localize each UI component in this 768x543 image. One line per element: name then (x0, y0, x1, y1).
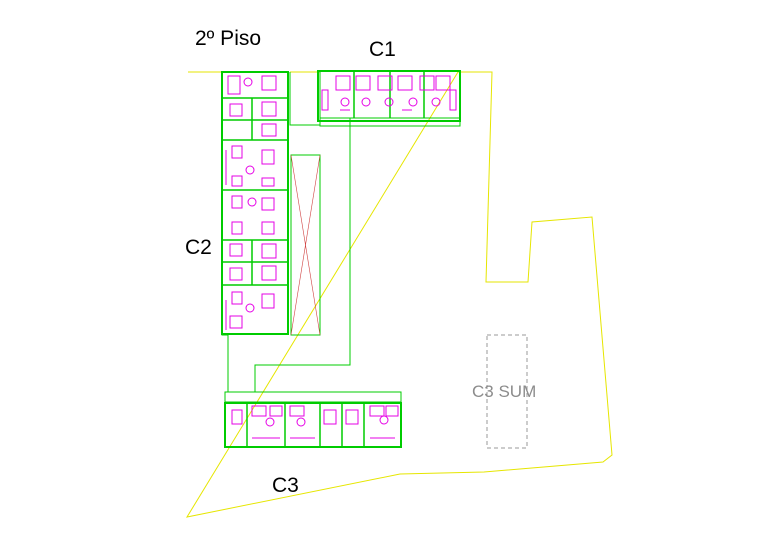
corridor-c3 (224, 391, 402, 403)
site-boundary-outline (185, 71, 613, 518)
c3-sum-label: C3 SUM (472, 382, 537, 401)
block-c3-label: C3 (272, 474, 299, 497)
block-c2 (221, 71, 289, 335)
block-c1-label: C1 (369, 38, 396, 61)
corridors (221, 72, 461, 403)
floor-label: 2º Piso (195, 27, 262, 50)
block-c3 (224, 402, 402, 448)
block-c1 (317, 70, 461, 122)
light-shaft (290, 154, 321, 336)
block-c2-label: C2 (185, 236, 212, 259)
